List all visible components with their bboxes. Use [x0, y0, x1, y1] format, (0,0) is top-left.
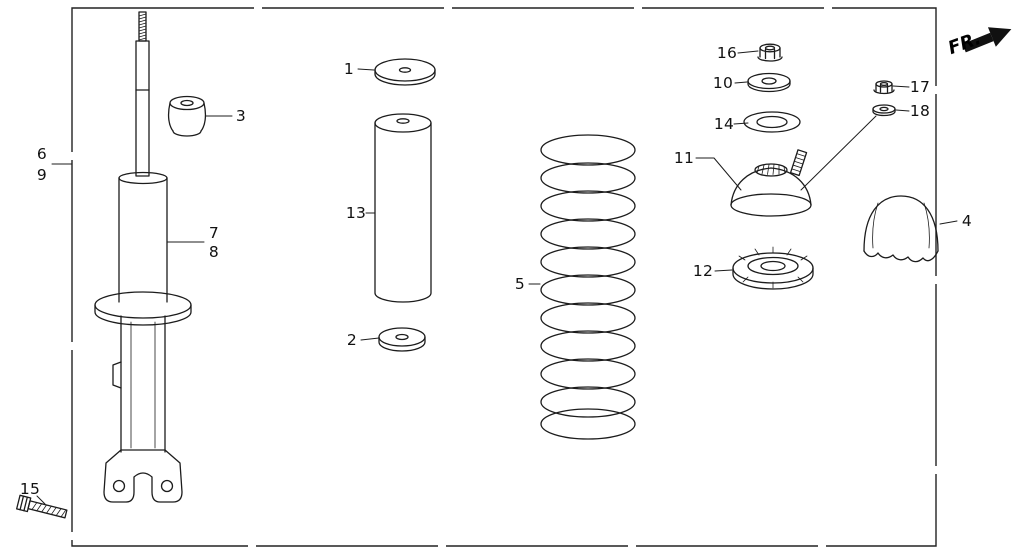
part-label-12: 12 [692, 262, 714, 280]
part-label-10: 10 [712, 74, 734, 92]
part-label-8: 8 [208, 243, 220, 261]
part-label-9: 9 [36, 166, 48, 184]
part-label-6: 6 [36, 145, 48, 163]
part-label-1: 1 [343, 60, 355, 78]
upper-washer [374, 58, 436, 86]
mount-collar [743, 111, 801, 133]
part-label-16: 16 [716, 44, 738, 62]
lock-nut [757, 43, 783, 62]
part-label-3: 3 [235, 107, 247, 125]
small-nut [873, 80, 895, 95]
part-label-2: 2 [346, 331, 358, 349]
part-label-11: 11 [673, 149, 695, 167]
part-label-4: 4 [961, 212, 973, 230]
shock-absorber [94, 11, 192, 503]
rubber-bush [167, 95, 207, 137]
leader-lines [36, 50, 958, 505]
part-label-18: 18 [909, 102, 931, 120]
part-label-7: 7 [208, 224, 220, 242]
shock-mount [730, 149, 812, 217]
small-washer [872, 104, 896, 117]
part-label-13: 13 [345, 204, 367, 222]
part-label-14: 14 [713, 115, 735, 133]
dust-cover-tube [374, 113, 432, 303]
flange-bolt [16, 494, 68, 519]
spring-seat [732, 246, 814, 290]
mount-washer [747, 72, 791, 93]
lower-washer [378, 327, 426, 352]
coil-spring [540, 134, 636, 440]
part-label-15: 15 [19, 480, 41, 498]
part-label-5: 5 [514, 275, 526, 293]
diagram-border [71, 7, 937, 547]
rubber-cap [863, 195, 939, 263]
fr-arrow-icon [962, 27, 1012, 53]
part-label-17: 17 [909, 78, 931, 96]
